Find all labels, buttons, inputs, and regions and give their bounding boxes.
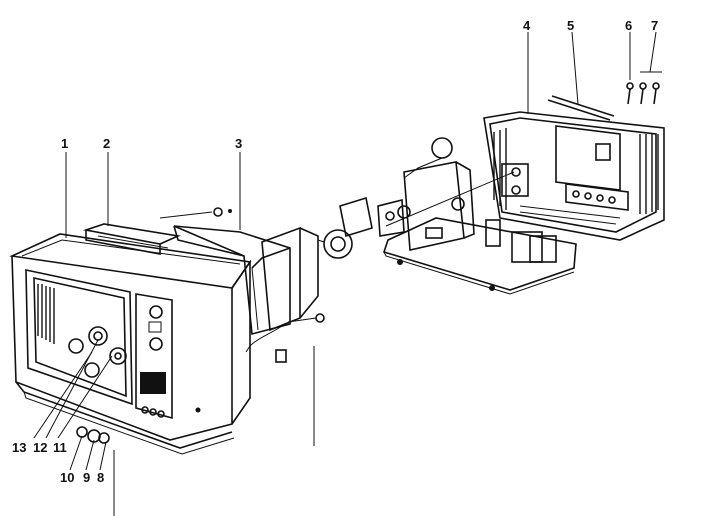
handle-strip — [82, 223, 181, 255]
picture-tube — [261, 196, 405, 332]
callout-4: 4 — [523, 18, 531, 33]
rear-vents — [493, 128, 659, 214]
callout-10: 10 — [60, 470, 74, 485]
callout-3: 3 — [235, 136, 242, 151]
callout-9: 9 — [83, 470, 90, 485]
antenna-rods — [547, 95, 615, 121]
callout-11: 11 — [53, 440, 67, 455]
callout-1: 1 — [61, 136, 68, 151]
callout-13: 13 — [12, 440, 26, 455]
callout-8: 8 — [97, 470, 104, 485]
leader-lines — [33, 31, 662, 516]
callout-12: 12 — [33, 440, 47, 455]
rear-cabinet — [483, 111, 665, 241]
callout-7: 7 — [651, 18, 658, 33]
tv-cabinet — [9, 233, 252, 455]
chassis — [382, 137, 577, 295]
front-knobs — [68, 326, 127, 378]
callout-6: 6 — [625, 18, 632, 33]
callout-5: 5 — [567, 18, 574, 33]
speaker-grille — [37, 284, 55, 344]
screws-6-7 — [626, 82, 660, 105]
small-parts-8-10 — [76, 426, 110, 444]
callout-labels: 1 2 3 4 5 6 7 8 9 10 11 12 13 — [12, 18, 658, 485]
callout-2: 2 — [103, 136, 110, 151]
back-cover — [159, 207, 325, 363]
